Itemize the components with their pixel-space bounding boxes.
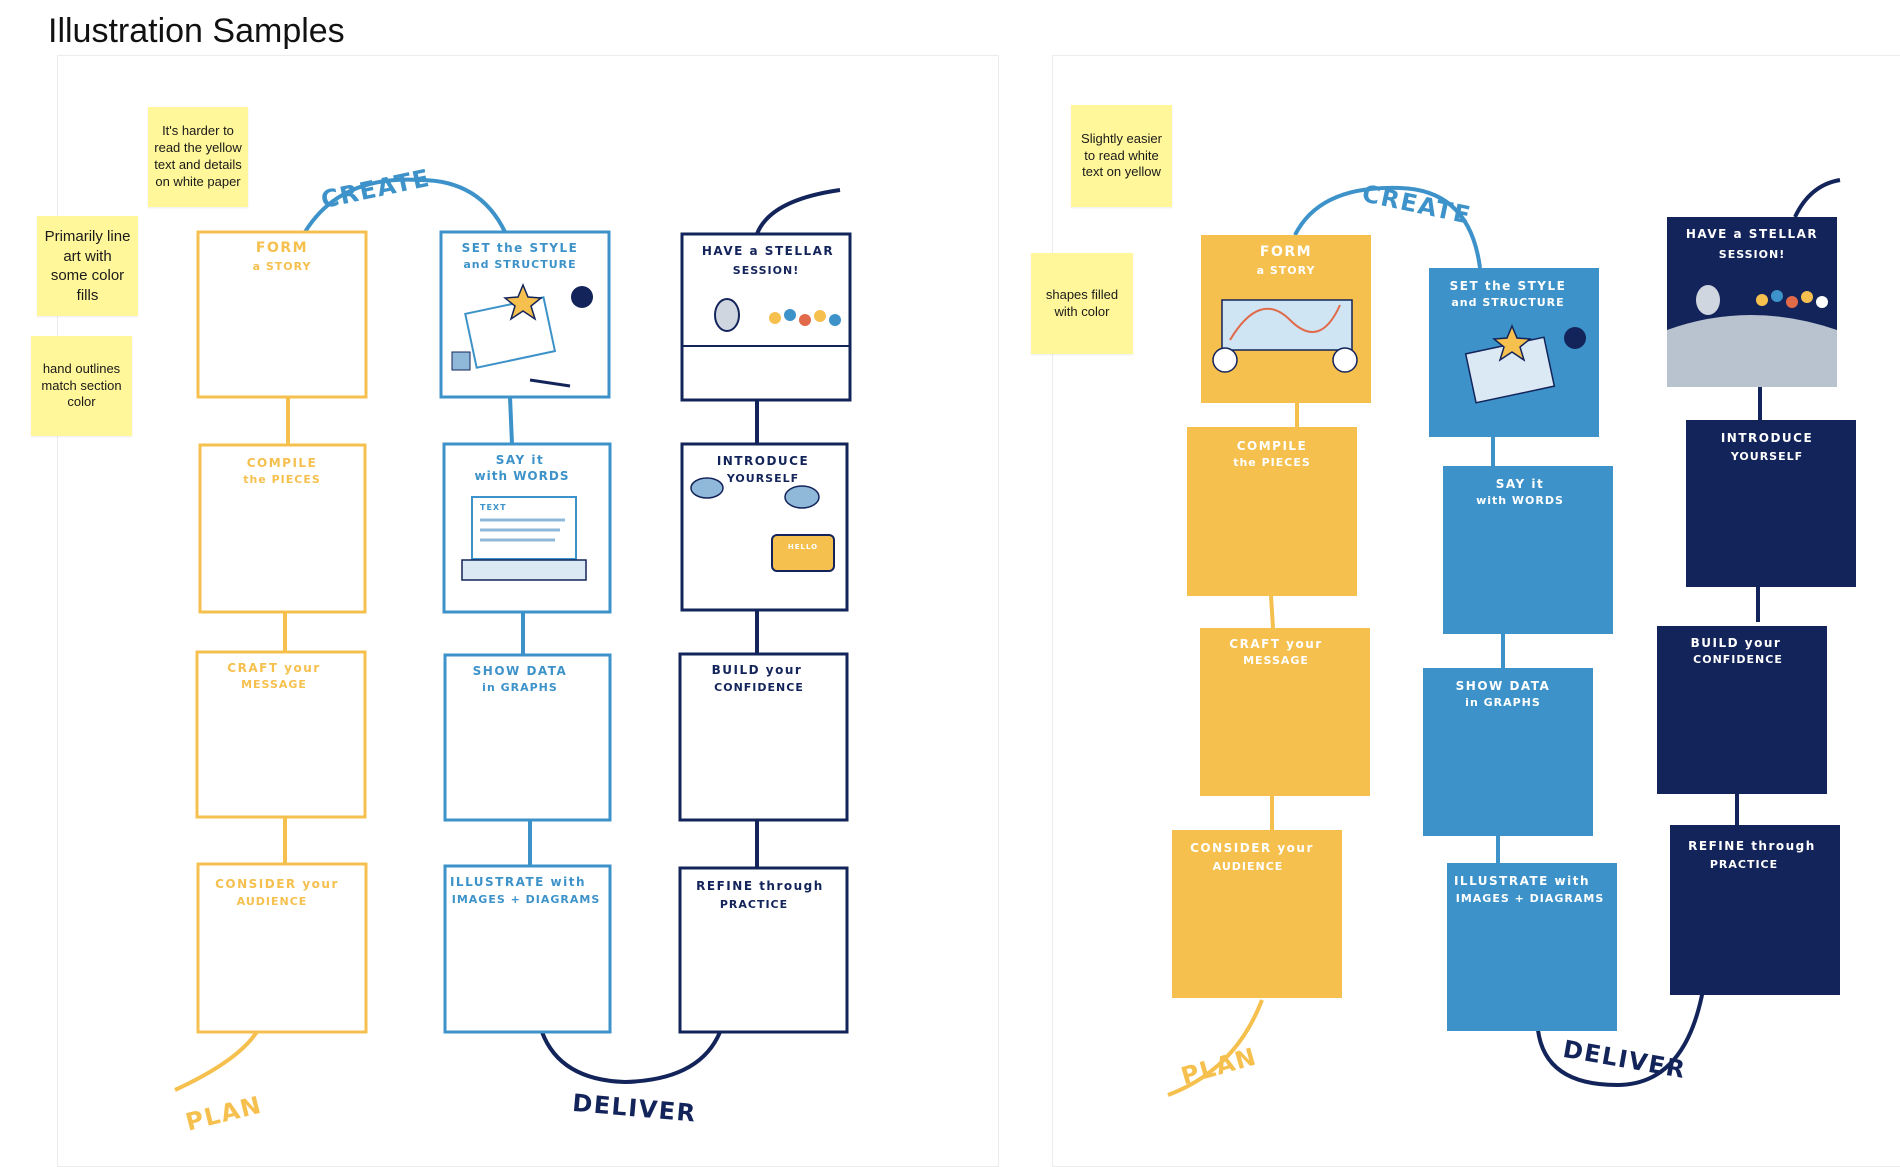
svg-text:SET the STYLE: SET the STYLE: [1450, 279, 1567, 293]
speech-bubble-icon: [690, 477, 724, 499]
svg-text:YOURSELF: YOURSELF: [1730, 450, 1803, 463]
card-set-style[interactable]: SET the STYLE and STRUCTURE: [439, 230, 611, 399]
card-sublabel: AUDIENCE: [237, 895, 308, 908]
filled-card-show-data[interactable]: SHOW DATA in GRAPHS: [1423, 668, 1593, 836]
card-introduce-yourself[interactable]: INTRODUCE YOURSELF HELLO: [680, 442, 849, 612]
filled-card-stellar-session[interactable]: HAVE a STELLAR SESSION!: [1667, 217, 1837, 387]
page-title: Illustration Samples: [48, 12, 345, 50]
card-compile-pieces[interactable]: COMPILE the PIECES: [198, 443, 367, 614]
sticky-note[interactable]: Primarily line art with some color fills: [37, 216, 138, 316]
svg-text:IMAGES + DIAGRAMS: IMAGES + DIAGRAMS: [1456, 892, 1605, 905]
card-label: ILLUSTRATE with: [450, 875, 586, 889]
svg-text:ILLUSTRATE with: ILLUSTRATE with: [1454, 874, 1590, 888]
filled-card-introduce-yourself[interactable]: INTRODUCE YOURSELF: [1686, 420, 1856, 587]
filled-card-craft-message[interactable]: CRAFT your MESSAGE: [1200, 628, 1370, 796]
svg-text:and STRUCTURE: and STRUCTURE: [1451, 296, 1564, 309]
card-sublabel: PRACTICE: [720, 898, 788, 911]
svg-text:CONSIDER your: CONSIDER your: [1190, 841, 1314, 855]
speech-bubble-icon: [784, 485, 820, 509]
microphone-icon: [714, 298, 740, 332]
card-stellar-session[interactable]: HAVE a STELLAR SESSION!: [680, 232, 852, 402]
svg-text:FORM: FORM: [1260, 244, 1312, 260]
filled-card-illustrate[interactable]: ILLUSTRATE with IMAGES + DIAGRAMS: [1447, 863, 1617, 1031]
svg-text:CONFIDENCE: CONFIDENCE: [1693, 653, 1783, 666]
create-path: [303, 177, 507, 234]
card-label: SAY it: [496, 453, 545, 467]
svg-text:PRACTICE: PRACTICE: [1710, 858, 1778, 871]
svg-text:in GRAPHS: in GRAPHS: [1465, 696, 1541, 709]
svg-text:BUILD your: BUILD your: [1691, 636, 1782, 650]
filled-create-label: CREATE: [1360, 179, 1474, 229]
sticky-note[interactable]: It's harder to read the yellow text and …: [148, 107, 248, 207]
card-sublabel: the PIECES: [243, 473, 321, 486]
deliver-path: [540, 1031, 722, 1085]
card-say-words[interactable]: SAY it with WORDS TEXT: [442, 442, 612, 614]
svg-text:SESSION!: SESSION!: [1719, 248, 1785, 261]
card-sublabel: YOURSELF: [726, 472, 799, 485]
card-label: SET the STYLE: [462, 241, 579, 255]
laptop-screen: [471, 496, 577, 560]
create-label: CREATE: [319, 164, 433, 214]
card-sublabel: SESSION!: [733, 264, 799, 277]
filled-card-consider-audience[interactable]: CONSIDER your AUDIENCE: [1172, 830, 1342, 998]
svg-text:COMPILE: COMPILE: [1237, 439, 1308, 453]
deliver-label: DELIVER: [571, 1089, 697, 1128]
filled-plan-label: PLAN: [1178, 1042, 1260, 1090]
card-show-data[interactable]: SHOW DATA in GRAPHS: [443, 653, 612, 822]
card-form-story[interactable]: FORM a STORY: [196, 230, 368, 399]
cup-icon: [571, 286, 593, 308]
filled-card-compile-pieces[interactable]: COMPILE the PIECES: [1187, 427, 1357, 596]
card-sublabel: in GRAPHS: [482, 681, 558, 694]
card-label: CRAFT your: [227, 661, 320, 675]
card-craft-message[interactable]: CRAFT your MESSAGE: [195, 650, 367, 819]
svg-text:a STORY: a STORY: [1257, 264, 1316, 277]
card-label: INTRODUCE: [717, 454, 809, 468]
star-icon: [503, 283, 543, 321]
svg-text:HAVE a STELLAR: HAVE a STELLAR: [1686, 227, 1818, 241]
sticky-note[interactable]: Slightly easier to read white text on ye…: [1071, 105, 1172, 207]
card-label: BUILD your: [712, 663, 803, 677]
card-consider-audience[interactable]: CONSIDER your AUDIENCE: [196, 862, 368, 1034]
card-sublabel: a STORY: [253, 260, 312, 273]
filled-card-set-style[interactable]: SET the STYLE and STRUCTURE: [1429, 268, 1599, 437]
card-sublabel: IMAGES + DIAGRAMS: [452, 893, 601, 906]
svg-text:HELLO: HELLO: [788, 543, 818, 551]
card-label: SHOW DATA: [473, 664, 568, 678]
svg-text:the PIECES: the PIECES: [1233, 456, 1311, 469]
card-refine-practice[interactable]: REFINE through PRACTICE: [678, 866, 849, 1034]
svg-text:REFINE through: REFINE through: [1688, 839, 1816, 853]
card-sublabel: MESSAGE: [241, 678, 307, 691]
svg-text:TEXT: TEXT: [480, 503, 507, 512]
plan-label: PLAN: [183, 1091, 265, 1137]
card-sublabel: with WORDS: [475, 469, 570, 483]
card-build-confidence[interactable]: BUILD your CONFIDENCE: [678, 652, 849, 822]
filled-card-refine-practice[interactable]: REFINE through PRACTICE: [1670, 825, 1840, 995]
svg-text:SHOW DATA: SHOW DATA: [1456, 679, 1551, 693]
keyboard: [461, 559, 587, 581]
sticky-note[interactable]: shapes filled with color: [1031, 253, 1133, 354]
sticky-note[interactable]: hand outlines match section color: [31, 336, 132, 436]
svg-text:AUDIENCE: AUDIENCE: [1213, 860, 1284, 873]
filled-card-build-confidence[interactable]: BUILD your CONFIDENCE: [1657, 626, 1827, 794]
card-label: FORM: [256, 240, 308, 256]
plan-path: [174, 1028, 260, 1092]
svg-text:MESSAGE: MESSAGE: [1243, 654, 1309, 667]
svg-text:CRAFT your: CRAFT your: [1229, 637, 1322, 651]
filled-card-form-story[interactable]: FORM a STORY: [1201, 235, 1371, 403]
card-label: COMPILE: [247, 456, 318, 470]
card-label: REFINE through: [696, 879, 824, 893]
filled-card-say-words[interactable]: SAY it with WORDS: [1443, 466, 1613, 634]
card-label: HAVE a STELLAR: [702, 244, 834, 258]
svg-text:with WORDS: with WORDS: [1476, 494, 1564, 507]
card-sublabel: CONFIDENCE: [714, 681, 804, 694]
name-tag: [771, 534, 835, 572]
svg-text:INTRODUCE: INTRODUCE: [1721, 431, 1813, 445]
svg-text:SAY it: SAY it: [1496, 477, 1545, 491]
filled-deliver-label: DELIVER: [1561, 1035, 1688, 1084]
card-illustrate[interactable]: ILLUSTRATE with IMAGES + DIAGRAMS: [443, 864, 612, 1034]
card-sublabel: and STRUCTURE: [463, 258, 576, 271]
card-label: CONSIDER your: [215, 877, 339, 891]
